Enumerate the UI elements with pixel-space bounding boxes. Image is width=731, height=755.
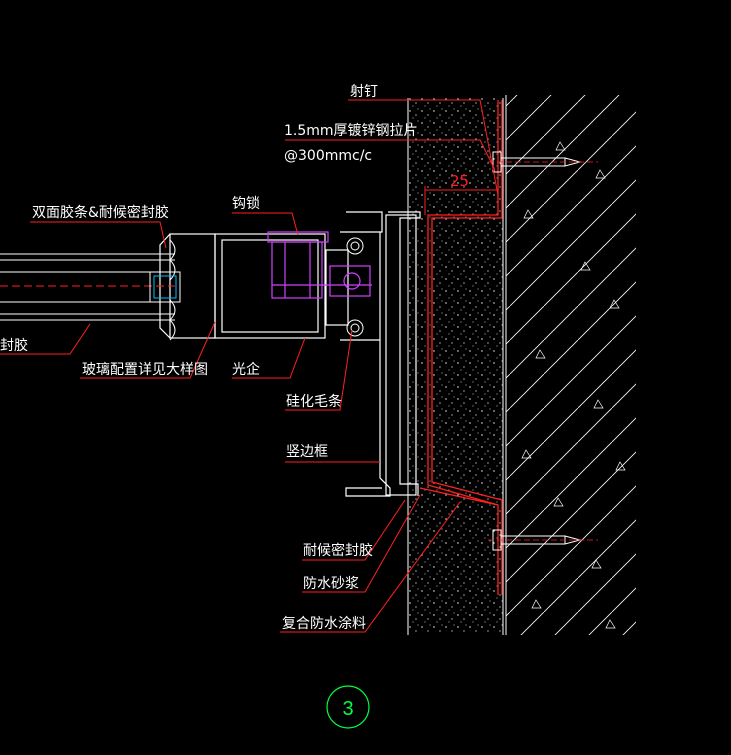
- label-plate-line2: @300mmc/c: [284, 148, 372, 164]
- label-coating: 复合防水涂料: [282, 615, 366, 632]
- concrete-wall: [505, 95, 636, 635]
- label-nail: 射钉: [350, 84, 378, 100]
- detail-callout: 3: [326, 685, 370, 729]
- glazing-frame: [159, 233, 349, 339]
- galvanized-steel-plate: [419, 100, 503, 595]
- label-glass: 玻璃配置详见大样图: [82, 361, 208, 378]
- label-mortar: 防水砂浆: [303, 576, 359, 592]
- label-double-tape: 双面胶条&耐候密封胶: [32, 204, 169, 221]
- nail-top: [488, 151, 598, 173]
- label-light-cover: 光企: [232, 361, 260, 378]
- nail-bottom: [488, 529, 598, 551]
- label-weather-sealant: 耐候密封胶: [303, 542, 373, 559]
- dimension-25: 25: [450, 172, 469, 190]
- vertical-frame-profile: [340, 211, 421, 497]
- label-vertical-frame: 竖边框: [286, 444, 328, 460]
- leader-lines: [0, 99, 499, 633]
- rivet-lock: [267, 231, 372, 299]
- detail-number: 3: [342, 698, 353, 720]
- glass-unit: [0, 253, 181, 321]
- label-sealant-left: 封胶: [0, 337, 28, 354]
- label-rivet-lock: 钩锁: [232, 196, 260, 212]
- mortar-layer: [407, 98, 504, 635]
- label-silicone-strip: 硅化毛条: [286, 393, 342, 410]
- label-plate-line1: 1.5mm厚镀锌钢拉片: [284, 122, 418, 139]
